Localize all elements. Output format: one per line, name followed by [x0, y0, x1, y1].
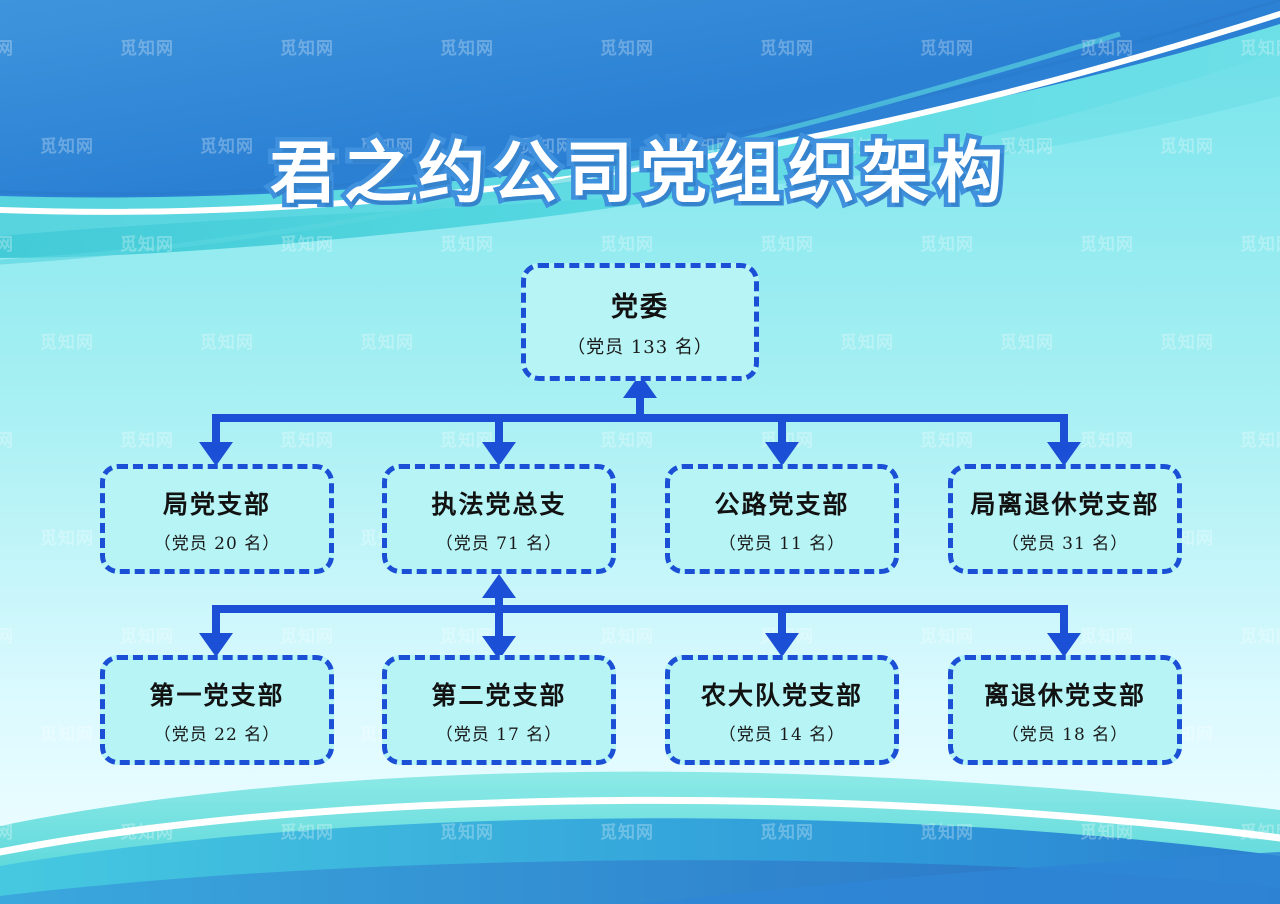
- org-node-name: 离退休党支部: [983, 680, 1146, 710]
- org-node-name: 第一党支部: [149, 680, 285, 710]
- org-node-member-count: （党员 20 名）: [153, 533, 281, 554]
- page-title: 君之约公司党组织架构: [266, 133, 1010, 213]
- org-node-member-count: （党员 71 名）: [435, 533, 563, 554]
- org-node-member-count: （党员 11 名）: [718, 533, 846, 554]
- org-node-member-count: （党员 14 名）: [718, 724, 846, 745]
- org-node-name: 局党支部: [162, 489, 271, 519]
- org-node-retired-branch[interactable]: 离退休党支部 （党员 18 名）: [948, 655, 1182, 765]
- org-node-member-count: （党员 17 名）: [435, 724, 563, 745]
- org-node-second-branch[interactable]: 第二党支部 （党员 17 名）: [382, 655, 616, 765]
- org-node-highway-branch[interactable]: 公路党支部 （党员 11 名）: [665, 464, 899, 574]
- org-node-bureau-retired-branch[interactable]: 局离退休党支部 （党员 31 名）: [948, 464, 1182, 574]
- org-node-member-count: （党员 31 名）: [1001, 533, 1129, 554]
- org-node-name: 党委: [611, 292, 669, 323]
- org-node-first-branch[interactable]: 第一党支部 （党员 22 名）: [100, 655, 334, 765]
- org-node-member-count: （党员 18 名）: [1001, 724, 1129, 745]
- org-node-name: 执法党总支: [431, 489, 567, 519]
- page-title-container: 君之约公司党组织架构: [0, 133, 1280, 213]
- org-node-member-count: （党员 133 名）: [567, 337, 713, 358]
- org-node-party-committee[interactable]: 党委 （党员 133 名）: [521, 263, 759, 381]
- org-node-enforcement-general-branch[interactable]: 执法党总支 （党员 71 名）: [382, 464, 616, 574]
- org-node-name: 局离退休党支部: [970, 489, 1160, 519]
- org-node-bureau-branch[interactable]: 局党支部 （党员 20 名）: [100, 464, 334, 574]
- org-node-name: 公路党支部: [714, 489, 850, 519]
- org-node-name: 第二党支部: [431, 680, 567, 710]
- org-node-name: 农大队党支部: [700, 680, 863, 710]
- org-node-member-count: （党员 22 名）: [153, 724, 281, 745]
- org-node-agriculture-team-branch[interactable]: 农大队党支部 （党员 14 名）: [665, 655, 899, 765]
